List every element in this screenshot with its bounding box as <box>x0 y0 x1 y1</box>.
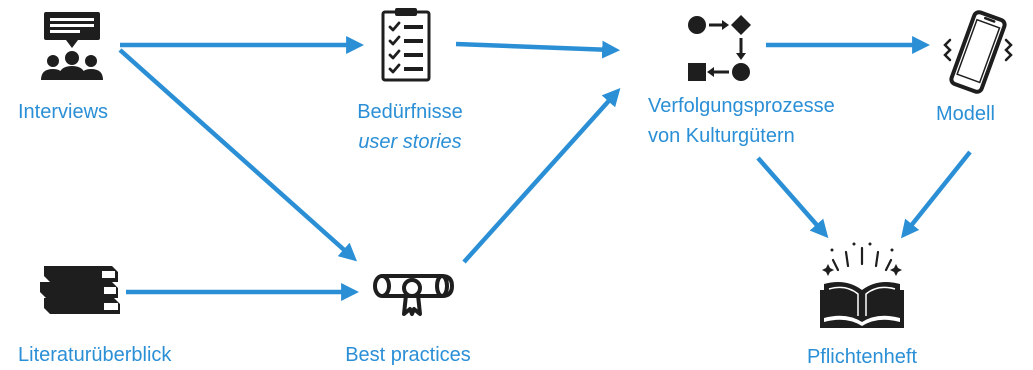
beduerfnisse-sublabel: user stories <box>358 131 462 153</box>
smartphone-vibrating-icon <box>943 10 1013 94</box>
arrow-interviews-to-bestpractices <box>118 48 358 262</box>
arrow-beduerfnisse-to-verfolgung <box>455 40 621 59</box>
process-flow-icon <box>688 15 751 81</box>
verfolgung-label-line1: Verfolgungsprozesse <box>648 95 835 117</box>
pflichtenheft-label: Pflichtenheft <box>806 346 918 368</box>
beduerfnisse-label: Bedürfnisse <box>357 101 463 123</box>
interview-group-icon <box>41 12 103 80</box>
bestpractices-label: Best practices <box>345 344 471 366</box>
book-stack-icon <box>40 266 120 314</box>
verfolgung-label-line2: von Kulturgütern <box>648 125 795 147</box>
modell-label: Modell <box>936 103 995 125</box>
interviews-label: Interviews <box>18 101 109 123</box>
arrow-bestpractices-to-verfolgung <box>462 87 621 264</box>
arrow-modell-to-pflichtenheft <box>900 150 972 239</box>
open-book-icon <box>820 242 904 328</box>
checklist-icon <box>381 8 431 82</box>
arrow-verfolgung-to-pflichtenheft <box>756 156 829 239</box>
literatur-label: Literaturüberblick <box>18 344 172 366</box>
certificate-scroll-icon <box>373 274 454 316</box>
